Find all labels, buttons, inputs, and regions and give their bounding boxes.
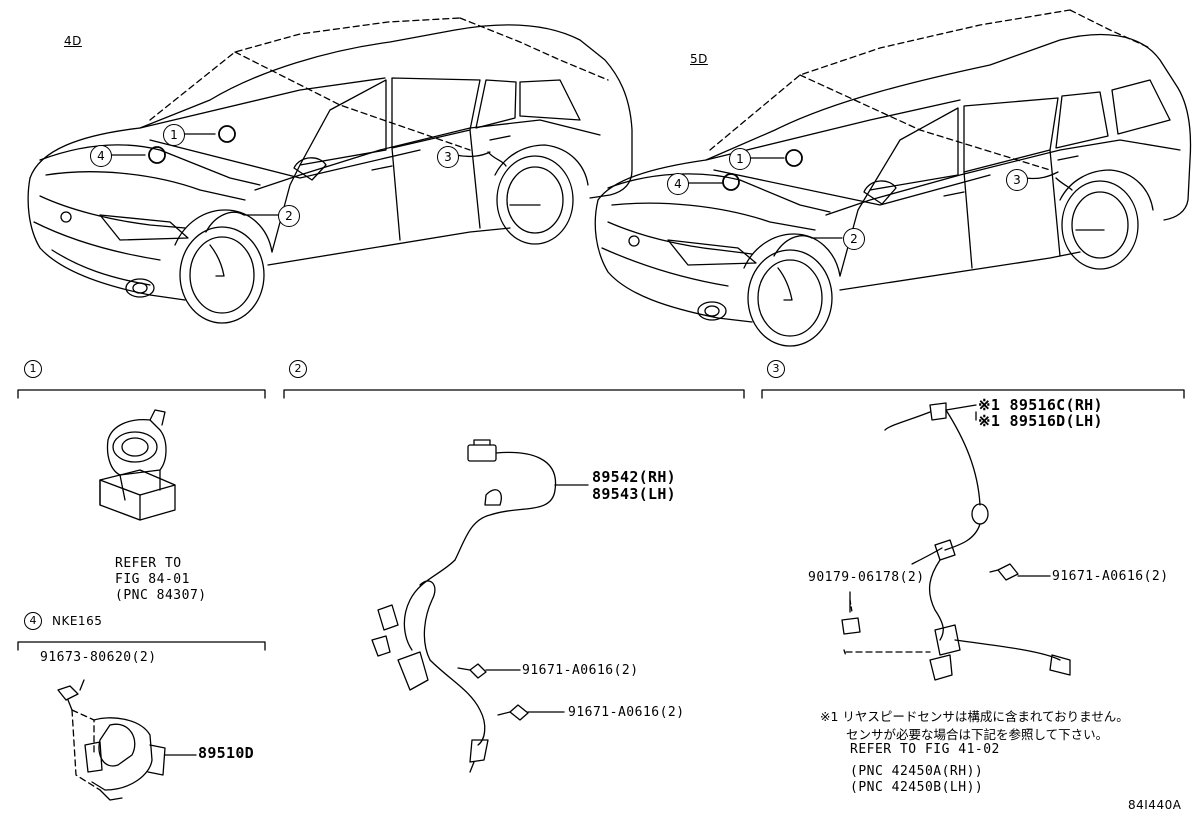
wagon-illustration bbox=[594, 9, 1192, 347]
section-2-number: 2 bbox=[289, 360, 307, 378]
section-2-harness-rh: 89542(RH) bbox=[592, 468, 676, 486]
callout-3-sedan: 3 bbox=[437, 146, 459, 168]
section-3-bolt-part-number: 91671-A0616(2) bbox=[1052, 569, 1169, 584]
section-3-note-line-1: ※1 リヤスピードセンサは構成に含まれておりません。 bbox=[820, 709, 1129, 724]
section-2-harness-lh: 89543(LH) bbox=[592, 485, 676, 503]
section-brackets bbox=[17, 389, 1185, 651]
front-harness-drawing bbox=[371, 439, 589, 773]
section-1-refer-line-2: FIG 84-01 bbox=[115, 572, 190, 587]
callout-2-sedan: 2 bbox=[278, 205, 300, 227]
section-3-refer: REFER TO FIG 41-02 bbox=[850, 742, 1000, 757]
callout-3-wagon: 3 bbox=[1006, 169, 1028, 191]
figure-id: 84I440A bbox=[1128, 798, 1182, 812]
callout-1-sedan: 1 bbox=[163, 124, 185, 146]
section-1-refer-line-3: (PNC 84307) bbox=[115, 588, 207, 603]
section-2-bolt-a: 91671-A0616(2) bbox=[522, 663, 639, 678]
section-4-bolt-part-number: 91673-80620(2) bbox=[40, 650, 157, 665]
section-1-number: 1 bbox=[24, 360, 42, 378]
callout-2-wagon: 2 bbox=[843, 228, 865, 250]
section-3-harness-rh: ※1 89516C(RH) bbox=[978, 396, 1103, 414]
section-4-number: 4 bbox=[24, 612, 42, 630]
section-3-nut-part-number: 90179-06178(2) bbox=[808, 570, 925, 585]
section-3-note-line-2: センサが必要な場合は下記を参照して下さい。 bbox=[846, 727, 1109, 742]
callout-1-wagon: 1 bbox=[729, 148, 751, 170]
section-1-refer-line-1: REFER TO bbox=[115, 556, 182, 571]
section-3-harness-lh: ※1 89516D(LH) bbox=[978, 412, 1103, 430]
variant-label-5d: 5D bbox=[690, 52, 708, 66]
rear-harness-drawing bbox=[841, 402, 1071, 681]
spiral-cable-drawing bbox=[99, 409, 176, 521]
sedan-illustration bbox=[27, 17, 633, 324]
variant-label-4d: 4D bbox=[64, 34, 82, 48]
section-4-sensor-part-number: 89510D bbox=[198, 744, 254, 762]
section-4-title: NKE165 bbox=[52, 614, 103, 628]
callout-4-wagon: 4 bbox=[667, 173, 689, 195]
section-3-pnc-lh: (PNC 42450B(LH)) bbox=[850, 780, 984, 795]
callout-4-sedan: 4 bbox=[90, 145, 112, 167]
section-3-number: 3 bbox=[767, 360, 785, 378]
yaw-rate-sensor-drawing bbox=[57, 679, 197, 801]
section-3-pnc-rh: (PNC 42450A(RH)) bbox=[850, 764, 984, 779]
section-2-bolt-b: 91671-A0616(2) bbox=[568, 705, 685, 720]
